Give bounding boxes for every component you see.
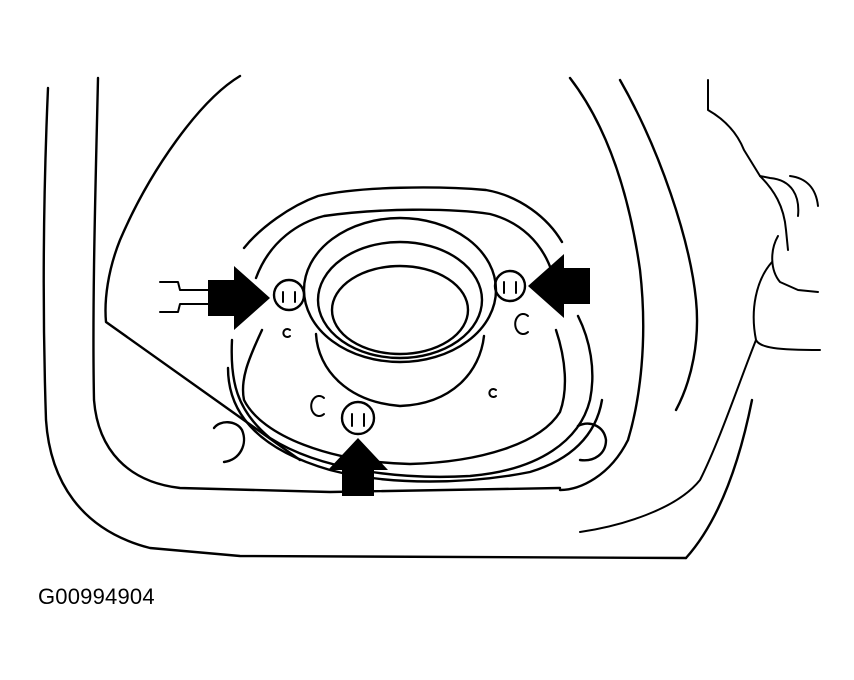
arrow-up-icon [328,438,388,496]
arrow-right-icon [208,266,270,330]
mounting-holes [212,421,608,464]
flange-markings [282,313,529,417]
right-bracket [579,79,821,533]
arrow-left-icon [528,254,590,318]
left-connector [159,281,209,313]
figure-caption: G00994904 [38,584,155,609]
clip-bottom [340,400,376,436]
strut-seat [226,186,604,483]
housing-panel [42,74,754,560]
center-cylinder [302,216,498,408]
clip-right [493,269,527,303]
clip-left [272,278,306,312]
